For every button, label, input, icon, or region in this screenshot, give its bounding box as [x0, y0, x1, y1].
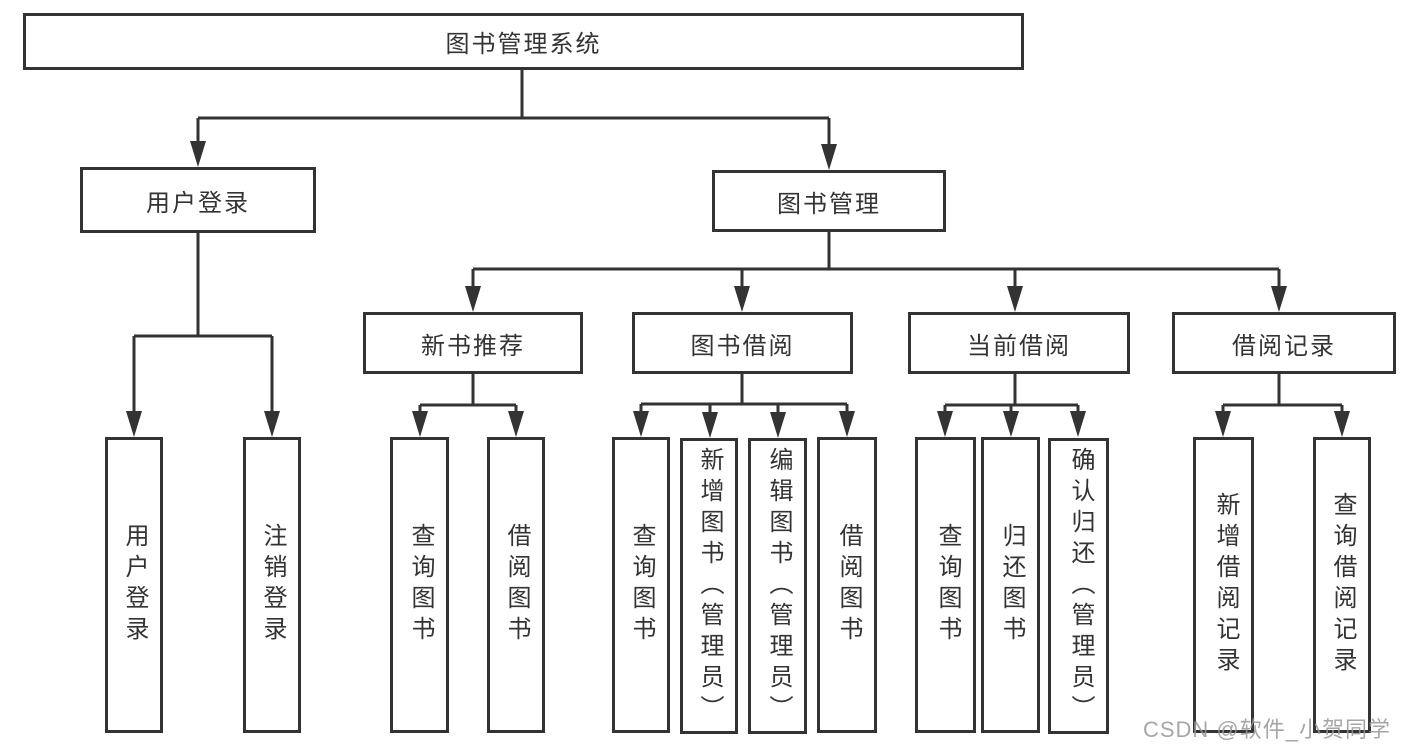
node-user-login: 用户登录	[80, 167, 316, 233]
connector-user-login-to-children	[132, 233, 274, 414]
connector-borrow-records-to-children	[1221, 374, 1344, 414]
connector-new-book-rec-to-children	[418, 374, 518, 414]
node-root: 图书管理系统	[23, 13, 1024, 70]
node-book-borrow: 图书借阅	[632, 312, 853, 374]
leaf-rec-borrow-book: 借阅图书	[487, 437, 545, 733]
leaf-user-login: 用户登录	[105, 437, 163, 733]
leaf-bb-query-book: 查询图书	[612, 437, 670, 733]
node-current-borrow: 当前借阅	[908, 312, 1130, 374]
leaf-cb-query-book: 查询图书	[915, 437, 976, 733]
leaf-bb-add-book-admin: 新增图书（管理员）	[680, 438, 738, 734]
connector-book-mgmt-to-level3	[471, 232, 1281, 289]
node-borrow-records: 借阅记录	[1172, 312, 1396, 374]
leaf-cb-return-book: 归还图书	[981, 437, 1040, 733]
connector-current-borrow-to-children	[943, 374, 1080, 414]
leaf-br-query-record: 查询借阅记录	[1313, 437, 1371, 733]
leaf-logout-login: 注销登录	[243, 437, 301, 733]
leaf-bb-borrow-book: 借阅图书	[817, 437, 877, 733]
connector-root-to-level2	[196, 69, 831, 148]
leaf-bb-edit-book-admin: 编辑图书（管理员）	[748, 438, 807, 734]
csdn-watermark: CSDN @软件_小贺同学	[1142, 717, 1391, 742]
node-new-book-recommend: 新书推荐	[363, 312, 583, 374]
connector-book-borrow-to-children	[639, 374, 849, 414]
node-book-management: 图书管理	[712, 170, 946, 232]
leaf-cb-confirm-return-admin: 确认归还（管理员）	[1048, 438, 1109, 734]
leaf-br-add-record: 新增借阅记录	[1193, 437, 1254, 733]
arrowheads	[126, 141, 1350, 438]
leaf-rec-query-book: 查询图书	[390, 437, 449, 733]
